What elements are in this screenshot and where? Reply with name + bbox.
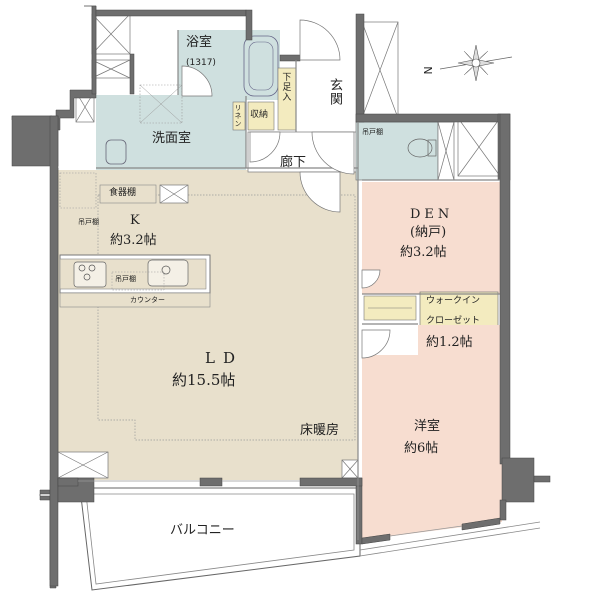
- cupboard: [99, 184, 157, 204]
- bathroom-label: 浴室: [186, 35, 213, 50]
- walls: [11, 5, 551, 589]
- kitchen-hanging-shelf-label-1: 吊戸棚: [78, 218, 99, 226]
- pipe-space-kitchen: [159, 184, 189, 204]
- linen-label: リネン: [234, 104, 243, 128]
- wic-label-line2: クローゼット: [426, 316, 481, 326]
- western-room-label: 洋室: [414, 419, 441, 434]
- shoe-closet-label: 下足入: [280, 72, 291, 102]
- hallway-label: 廊下: [280, 155, 307, 170]
- den-floor: [362, 182, 502, 294]
- toilet-hanging-shelf-label: 吊戸棚: [362, 128, 383, 136]
- entrance-label: 玄関: [326, 78, 342, 106]
- compass-rose-icon: [439, 44, 513, 82]
- den-label: DEN: [410, 207, 454, 222]
- wic-label-line1: ウォークイン: [426, 296, 481, 306]
- counter-label: カウンター: [130, 296, 165, 304]
- kitchen-area: 約3.2帖: [110, 233, 157, 248]
- hanging-shelf-box: [59, 172, 97, 209]
- bathroom-size: (1317): [186, 58, 216, 68]
- linen-closet: [232, 101, 246, 131]
- cupboard-label: 食器棚: [109, 188, 137, 198]
- door-swings: [181, 19, 391, 359]
- living-dining-kitchen: [58, 170, 358, 480]
- kitchen-counter: [59, 254, 211, 308]
- shaft-top-left: [75, 13, 131, 123]
- ld-area: 約15.5帖: [172, 371, 236, 389]
- wic-area: 約1.2帖: [426, 335, 473, 350]
- balcony-area: [79, 487, 541, 591]
- storage-closet: [247, 101, 275, 131]
- storage-label: 収納: [250, 110, 269, 120]
- compass-north-label: N: [421, 66, 435, 75]
- shaft-top-right: [361, 21, 501, 181]
- western-room-area: 約6帖: [404, 441, 439, 456]
- floor-heating-label: 床暖房: [300, 423, 340, 438]
- den-area: 約3.2帖: [400, 245, 447, 260]
- windows: [78, 480, 463, 537]
- interior-walls: [96, 30, 500, 540]
- kitchen-hanging-shelf-label-2: 吊戸棚: [115, 275, 136, 283]
- ld-label: LD: [205, 349, 243, 367]
- entrance-floor: [300, 60, 355, 130]
- balcony-label: バルコニー: [170, 523, 235, 538]
- toilet-room: [355, 121, 439, 181]
- den-sublabel: (納戸): [410, 225, 447, 240]
- washroom-label: 洗面室: [152, 131, 192, 146]
- kitchen-label: K: [130, 213, 140, 228]
- western-room-floor: [362, 325, 502, 540]
